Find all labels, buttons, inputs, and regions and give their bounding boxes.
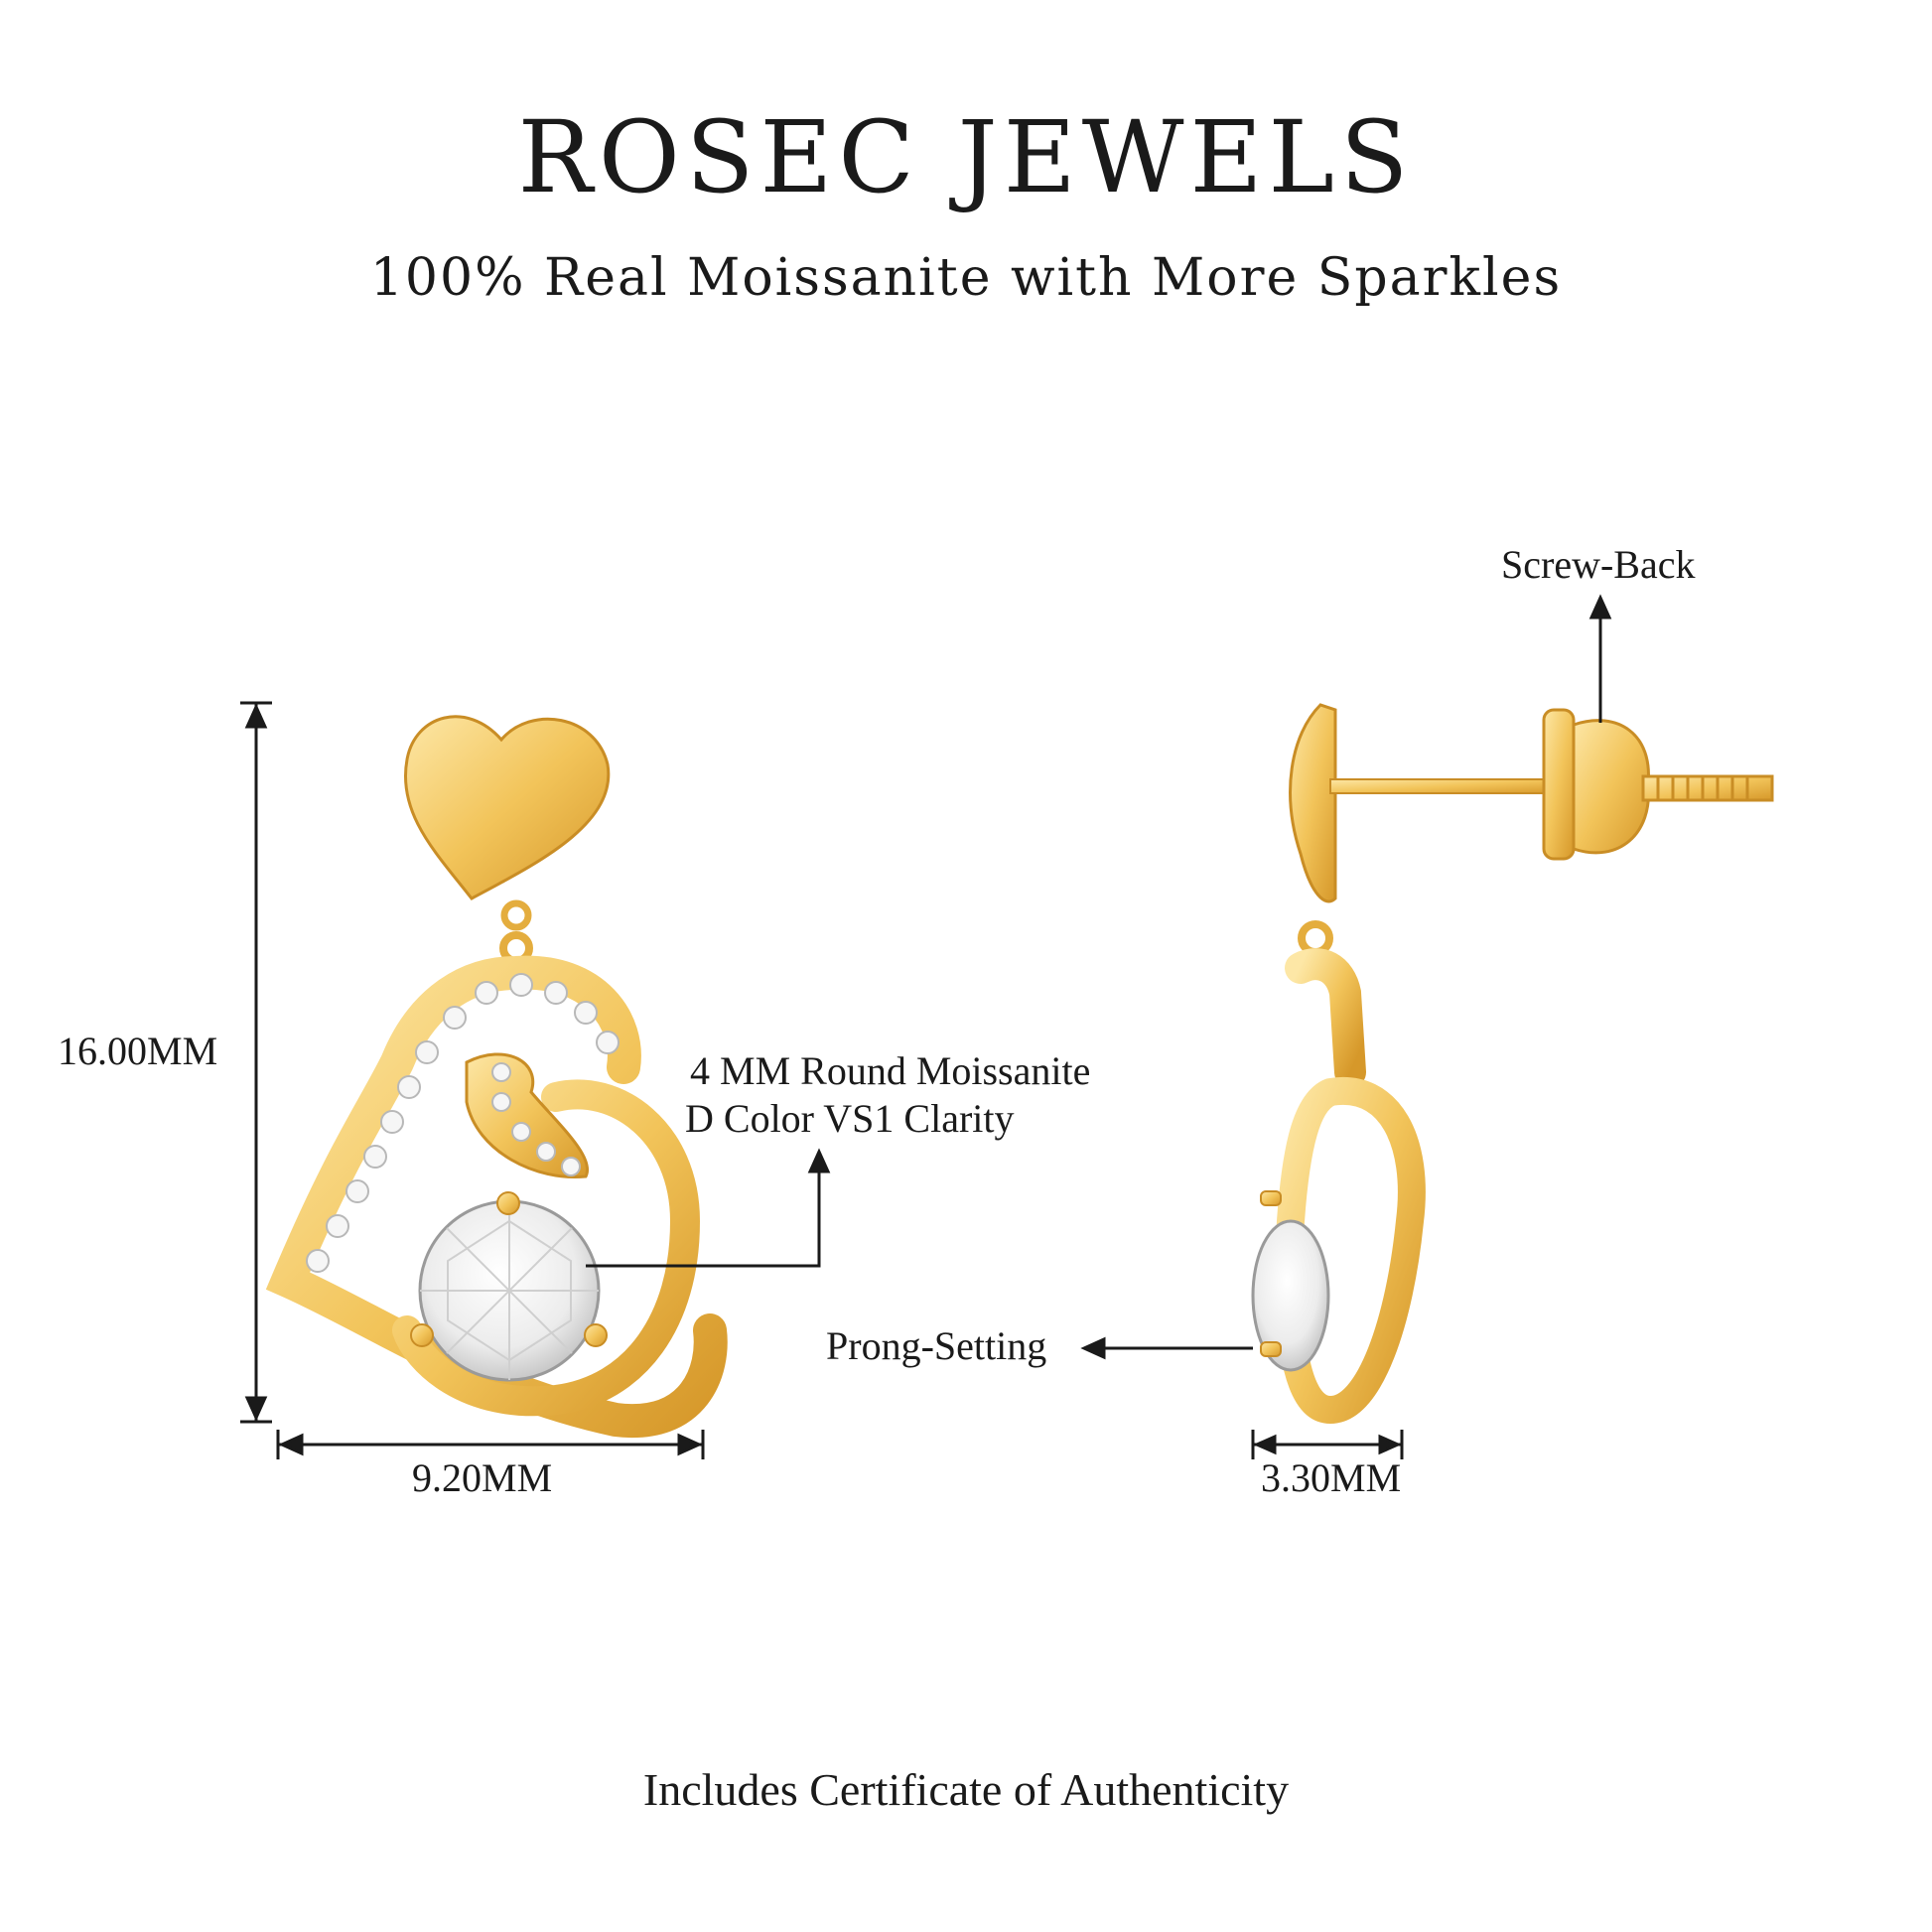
inner-swirl bbox=[392, 1079, 701, 1417]
inner-pave-leaf bbox=[465, 1052, 590, 1179]
dimension-height bbox=[240, 701, 272, 1424]
screw-back-callout-line bbox=[1588, 594, 1612, 723]
dimension-width bbox=[276, 1430, 705, 1459]
screw-back-butterfly bbox=[1572, 719, 1650, 855]
side-prongs bbox=[1260, 1190, 1282, 1357]
screw-back-label: Screw-Back bbox=[1501, 542, 1696, 587]
side-heart-top bbox=[1289, 703, 1337, 903]
side-swirl-loop bbox=[1275, 1076, 1426, 1425]
top-heart-charm bbox=[404, 715, 611, 900]
depth-label: 3.30MM bbox=[1261, 1455, 1402, 1500]
stone-callout-line bbox=[586, 1148, 831, 1268]
certificate-note: Includes Certificate of Authenticity bbox=[642, 1764, 1290, 1815]
brand-title: ROSEC JEWELS bbox=[517, 99, 1415, 215]
side-stone bbox=[1251, 1219, 1330, 1372]
pave-heart-frame bbox=[265, 955, 728, 1439]
earring-post bbox=[1329, 778, 1560, 794]
stone-facets bbox=[420, 1201, 599, 1380]
prong-setting-label: Prong-Setting bbox=[826, 1323, 1047, 1368]
dimension-depth bbox=[1251, 1430, 1404, 1459]
screw-back-disk bbox=[1542, 708, 1576, 861]
side-view-earring bbox=[1251, 703, 1774, 1425]
prongs bbox=[410, 1191, 608, 1347]
height-label: 16.00MM bbox=[58, 1029, 218, 1073]
front-view-earring bbox=[265, 715, 728, 1439]
width-label: 9.20MM bbox=[412, 1455, 553, 1500]
prong-callout-line bbox=[1080, 1336, 1253, 1360]
screw-threads bbox=[1641, 774, 1774, 802]
stone-spec-line1: 4 MM Round Moissanite bbox=[690, 1048, 1091, 1093]
side-pave-frame bbox=[1285, 948, 1366, 1088]
brand-subtitle: 100% Real Moissanite with More Sparkles bbox=[369, 248, 1563, 308]
jump-ring bbox=[500, 899, 532, 931]
jump-ring bbox=[1298, 920, 1333, 956]
stone-spec-line2: D Color VS1 Clarity bbox=[685, 1096, 1015, 1141]
pave-stones bbox=[306, 973, 620, 1273]
